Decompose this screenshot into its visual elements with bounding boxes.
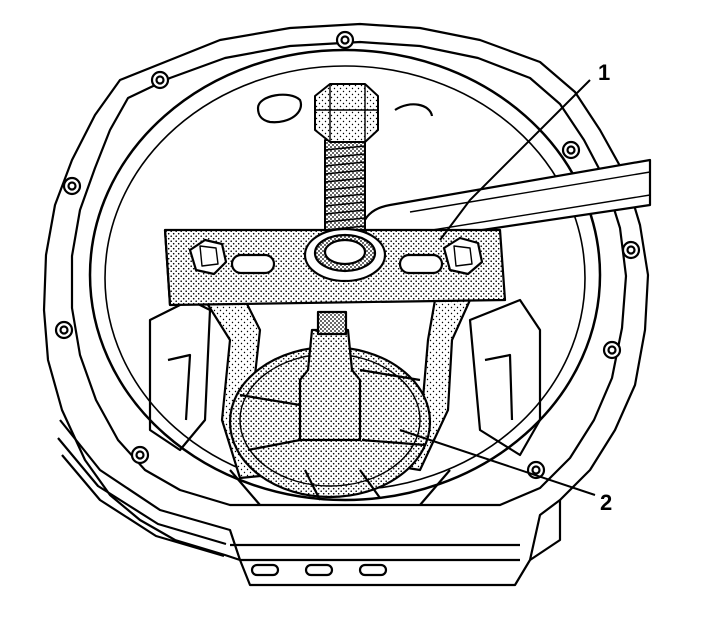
puller-bar — [163, 227, 507, 307]
leader-line-1 — [439, 79, 591, 241]
adapter-shaft — [298, 310, 362, 442]
transmission-housing — [42, 22, 650, 587]
leader-line-2 — [399, 429, 596, 496]
callout-label-1: 1 — [598, 60, 610, 85]
callout-label-2: 2 — [600, 490, 612, 515]
callout-leaders — [399, 79, 596, 496]
